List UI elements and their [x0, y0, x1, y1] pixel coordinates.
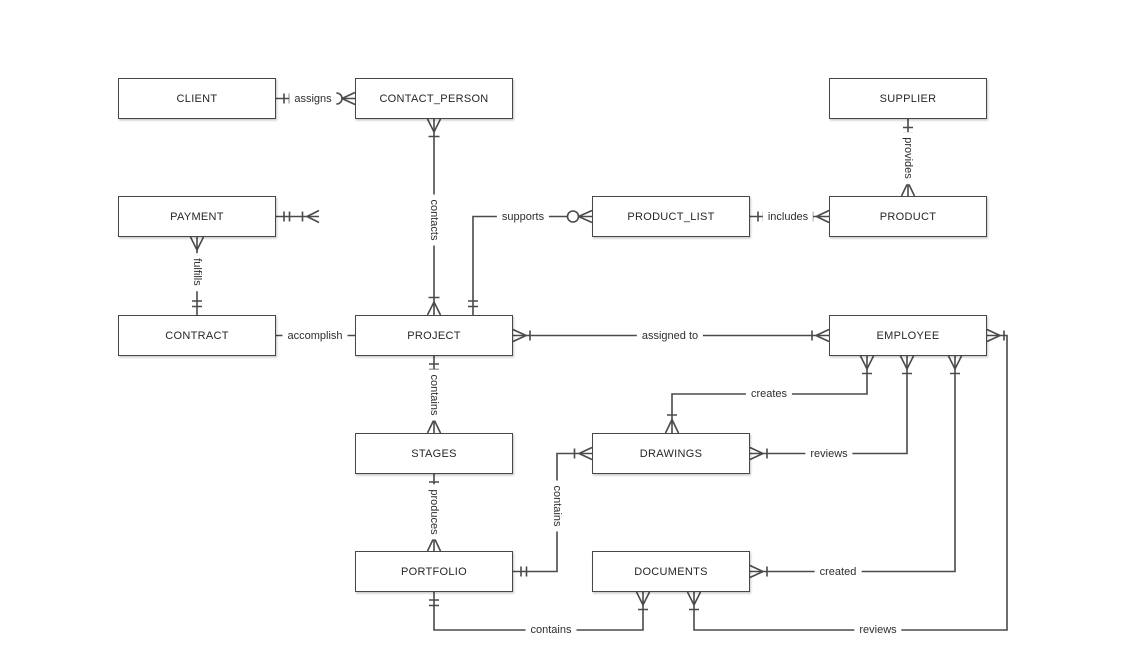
entity-payment[interactable]: PAYMENT — [118, 196, 276, 237]
cardinality-one-and-only-one — [192, 300, 202, 308]
edge-line — [693, 334, 1008, 631]
edge-label-reviews-documents: reviews — [854, 622, 902, 638]
cardinality-one-or-many — [426, 296, 442, 316]
entity-portfolio[interactable]: PORTFOLIO — [355, 551, 513, 592]
cardinality-one-or-many — [947, 355, 963, 375]
cardinality-one-or-many — [749, 564, 768, 579]
cardinality-one-or-many — [573, 446, 593, 461]
entity-contact-person[interactable]: CONTACT_PERSON — [355, 78, 513, 119]
entity-supplier[interactable]: SUPPLIER — [829, 78, 987, 119]
cardinality-zero-circle — [566, 210, 580, 223]
entity-documents[interactable]: DOCUMENTS — [592, 551, 750, 592]
entity-product[interactable]: PRODUCT — [829, 196, 987, 237]
edge-label-contains-drawings: contains — [549, 480, 565, 532]
cardinality-one-and-only-one — [520, 566, 528, 577]
entity-employee[interactable]: EMPLOYEE — [829, 315, 987, 356]
edge-label-contacts: contacts — [426, 194, 442, 246]
edge-label-includes: includes — [762, 209, 814, 224]
cardinality-many-crowfoot — [341, 91, 356, 106]
cardinality-one-or-many — [899, 355, 915, 375]
edge-label-assigned-to: assigned to — [636, 328, 704, 343]
edge-label-fulfills: fulfills — [189, 253, 205, 291]
cardinality-one-or-many — [749, 446, 768, 461]
edge-label-reviews-drawings: reviews — [805, 446, 853, 461]
cardinality-one-and-only-one — [429, 363, 439, 371]
cardinality-many-crowfoot — [900, 182, 916, 197]
entity-stages[interactable]: STAGES — [355, 433, 513, 474]
cardinality-one-and-only-one — [468, 300, 478, 308]
cardinality-one-or-many — [859, 355, 875, 375]
cardinality-many-crowfoot — [578, 209, 593, 224]
entity-contract[interactable]: CONTRACT — [118, 315, 276, 356]
edge-label-created: created — [814, 564, 862, 579]
edge-label-contains-stages: contains — [426, 369, 442, 421]
connector-payment-open-end[interactable] — [276, 209, 320, 224]
connector-supports[interactable] — [468, 209, 593, 316]
cardinality-one-or-many — [664, 414, 680, 434]
cardinality-one-and-only-one — [283, 211, 291, 222]
cardinality-one-or-many — [811, 328, 830, 343]
entity-project[interactable]: PROJECT — [355, 315, 513, 356]
cardinality-one-or-many — [686, 591, 702, 611]
edge-label-creates: creates — [745, 386, 793, 402]
entity-client[interactable]: CLIENT — [118, 78, 276, 119]
cardinality-one-or-many — [426, 118, 442, 138]
entity-drawings[interactable]: DRAWINGS — [592, 433, 750, 474]
edge-label-assigns: assigns — [289, 91, 337, 106]
cardinality-one-or-many — [635, 591, 651, 611]
edge-line — [750, 356, 908, 455]
cardinality-one-and-only-one — [429, 599, 439, 607]
cardinality-one-or-many — [301, 209, 320, 224]
edge-label-accomplish: accomplish — [282, 328, 348, 343]
edge-line — [472, 215, 592, 315]
edge-label-produces: produces — [426, 484, 442, 540]
cardinality-one-or-many — [986, 328, 1005, 343]
connector-reviews-drawings[interactable] — [749, 355, 915, 461]
connector-reviews-documents[interactable] — [686, 328, 1008, 631]
edge-label-contains-documents: contains — [525, 622, 577, 638]
edge-label-supports: supports — [496, 209, 550, 224]
edge-label-provides: provides — [900, 132, 916, 184]
cardinality-one-or-many — [512, 328, 531, 343]
entity-product-list[interactable]: PRODUCT_LIST — [592, 196, 750, 237]
